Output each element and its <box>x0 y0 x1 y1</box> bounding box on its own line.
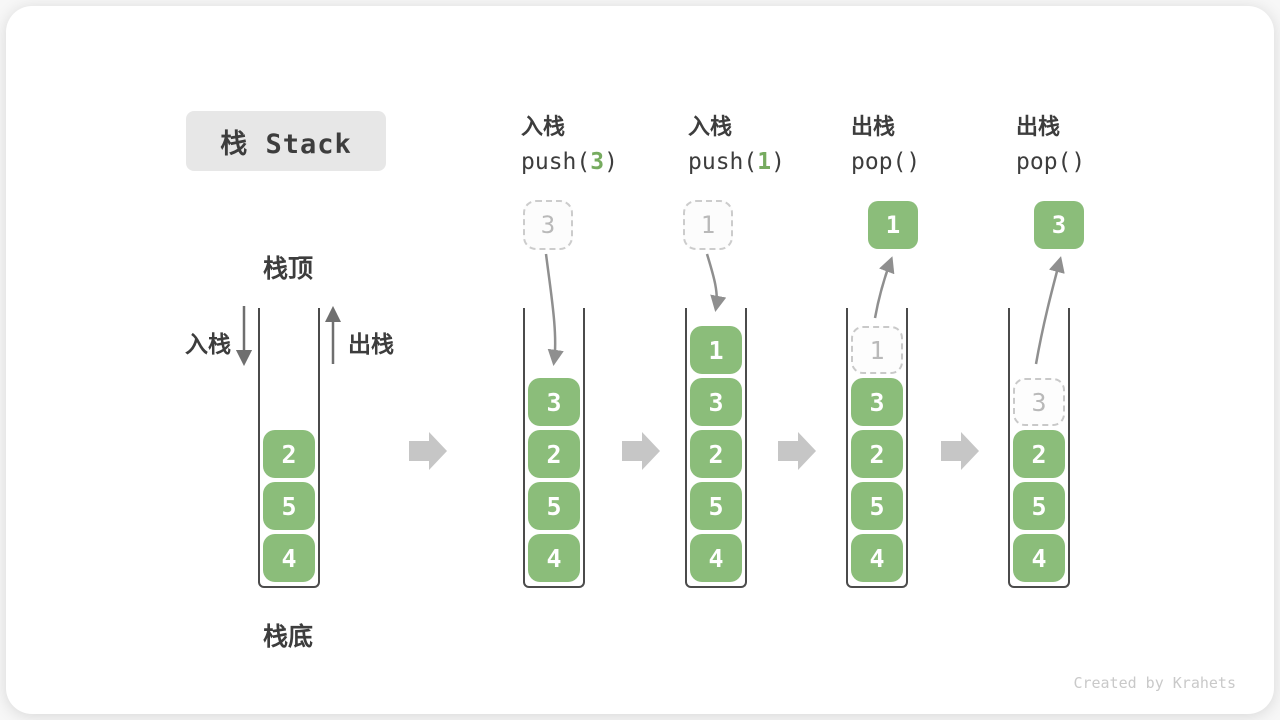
floating-cell-push-1: 1 <box>683 200 733 250</box>
next-state-arrow-icon <box>778 432 816 470</box>
stack-cell: 4 <box>690 534 742 582</box>
stack-cell: 1 <box>690 326 742 374</box>
code-text: push( <box>521 149 591 175</box>
op-code: pop() <box>851 146 1001 178</box>
stack-container-after-push-3: 3 2 5 4 <box>523 308 585 588</box>
stack-container-initial: 2 5 4 <box>258 308 320 588</box>
stack-cell: 5 <box>851 482 903 530</box>
push-1-curve-arrow-icon <box>705 253 727 312</box>
stack-cell: 3 <box>528 378 580 426</box>
stack-cell: 2 <box>263 430 315 478</box>
stack-cell: 3 <box>851 378 903 426</box>
stack-top-label: 栈顶 <box>263 255 314 283</box>
op-title: 出栈 <box>1016 114 1061 139</box>
title-box: 栈 Stack <box>186 111 386 171</box>
code-arg: 3 <box>590 149 605 175</box>
next-state-arrow-icon <box>409 432 447 470</box>
stack-container-after-pop-1: 1 3 2 5 4 <box>846 308 908 588</box>
diagram-card: 栈 Stack 入栈 push(3) 入栈 push(1) 出栈 pop() 出… <box>6 6 1274 714</box>
stack-bottom-label: 栈底 <box>263 623 314 651</box>
op-code: push(3) <box>521 146 671 178</box>
code-text: ) <box>906 149 921 175</box>
stack-cell: 4 <box>528 534 580 582</box>
floating-cell-popped-3: 3 <box>1034 201 1084 249</box>
op-label-pop-first: 出栈 pop() <box>851 112 1001 178</box>
stack-cell: 3 <box>690 378 742 426</box>
code-text: ) <box>771 149 785 175</box>
stack-cell: 5 <box>528 482 580 530</box>
code-text: pop( <box>1016 149 1072 175</box>
code-text: pop( <box>851 149 907 175</box>
push-side-label: 入栈 <box>185 331 231 357</box>
page-title: 栈 Stack <box>220 128 352 160</box>
next-state-arrow-icon <box>941 432 979 470</box>
floating-cell-push-3: 3 <box>523 200 573 250</box>
op-title: 出栈 <box>851 114 896 139</box>
next-state-arrow-icon <box>622 432 660 470</box>
code-text: ) <box>604 149 618 175</box>
op-label-push-1: 入栈 push(1) <box>688 112 838 178</box>
stack-cell: 4 <box>263 534 315 582</box>
stack-cell: 2 <box>851 430 903 478</box>
stack-cell: 5 <box>1013 482 1065 530</box>
op-title: 入栈 <box>521 114 566 139</box>
stack-cell: 4 <box>1013 534 1065 582</box>
stack-container-after-push-1: 1 3 2 5 4 <box>685 308 747 588</box>
stack-cell-ghost: 1 <box>851 326 903 374</box>
stack-cell: 2 <box>1013 430 1065 478</box>
op-code: pop() <box>1016 146 1166 178</box>
stack-cell-ghost: 3 <box>1013 378 1065 426</box>
watermark: Created by Krahets <box>1073 674 1236 692</box>
code-text: ) <box>1071 149 1086 175</box>
stack-cell: 5 <box>263 482 315 530</box>
op-title: 入栈 <box>688 114 733 139</box>
stack-cell: 2 <box>528 430 580 478</box>
op-label-push-3: 入栈 push(3) <box>521 112 671 178</box>
stack-cell: 4 <box>851 534 903 582</box>
stack-cell: 2 <box>690 430 742 478</box>
code-text: push( <box>688 149 758 175</box>
op-label-pop-second: 出栈 pop() <box>1016 112 1166 178</box>
floating-cell-popped-1: 1 <box>868 201 918 249</box>
code-arg: 1 <box>757 149 772 175</box>
stack-container-after-pop-2: 3 2 5 4 <box>1008 308 1070 588</box>
stack-cell: 5 <box>690 482 742 530</box>
pop-side-label: 出栈 <box>348 331 394 357</box>
op-code: push(1) <box>688 146 838 178</box>
